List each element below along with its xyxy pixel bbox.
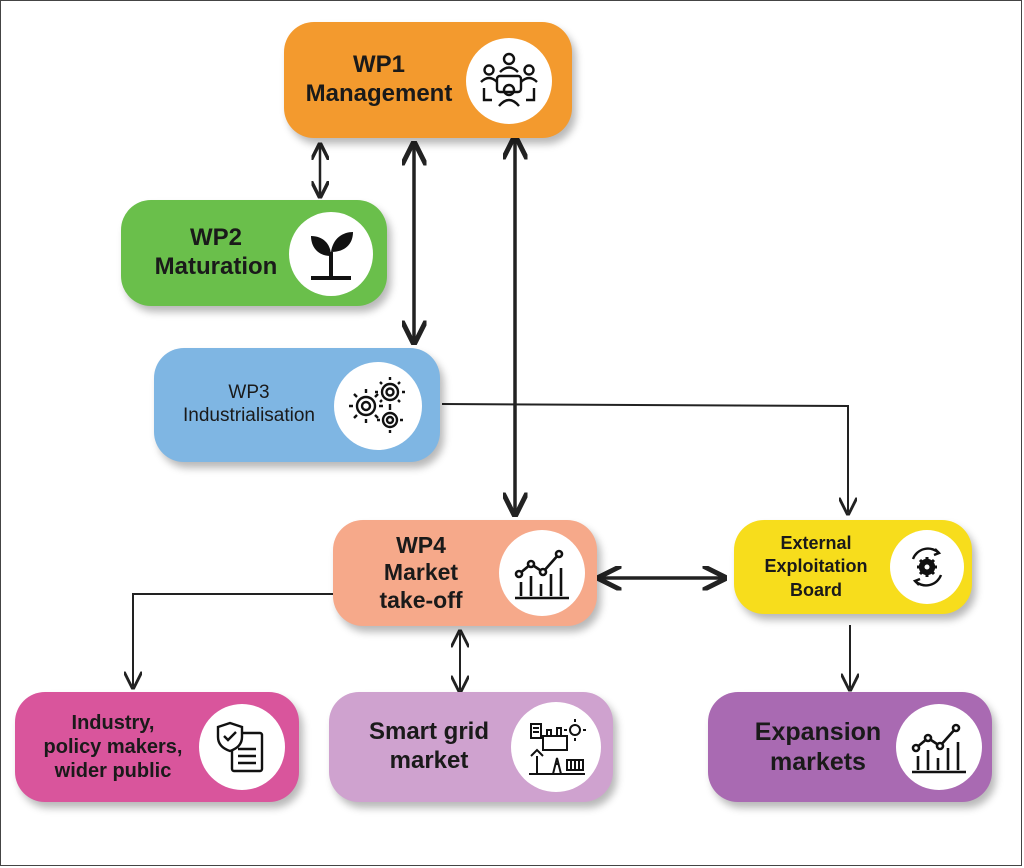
industry-label: Industry, policy makers, wider public (15, 692, 211, 802)
wp3-label: WP3 Industrialisation (154, 348, 344, 462)
growth-chart-icon (896, 704, 982, 790)
wp2-number: WP2 (189, 224, 242, 252)
expansion-label: Expansion markets (708, 692, 928, 802)
meeting-icon (466, 38, 552, 124)
wp2-title: Maturation (154, 253, 278, 280)
wp4-number: WP4 (396, 531, 446, 558)
wp3-industrialisation-node: WP3 Industrialisation (154, 348, 440, 462)
wp3-title: Industrialisation (182, 405, 316, 426)
wp4-title-line1: Market (383, 559, 459, 586)
wp4-label: WP4 Market take-off (333, 520, 509, 626)
growth-chart-icon (499, 530, 585, 616)
wp3-number: WP3 (228, 382, 270, 404)
expansion-line1: Expansion (754, 718, 882, 746)
wp1-management-node: WP1 Management (284, 22, 572, 138)
wp2-label: WP2 Maturation (131, 200, 301, 306)
wp4-market-takeoff-node: WP4 Market take-off (333, 520, 597, 626)
external-exploitation-board-node: External Exploitation Board (734, 520, 972, 614)
expansion-markets-node: Expansion markets (708, 692, 992, 802)
expansion-line2: markets (770, 748, 866, 776)
energy-grid-icon (511, 702, 601, 792)
eeb-line3: Board (789, 579, 842, 600)
arrow-wp4-industry (133, 593, 334, 686)
smartgrid-label: Smart grid market (329, 692, 529, 802)
gear-cycle-icon (890, 530, 964, 604)
eeb-line1: External (780, 532, 852, 553)
sprout-icon (289, 212, 373, 296)
eeb-label: External Exploitation Board (740, 520, 892, 614)
industry-line1: Industry, (71, 712, 155, 734)
smartgrid-line2: market (389, 747, 469, 774)
smart-grid-market-node: Smart grid market (329, 692, 613, 802)
wp1-number: WP1 (352, 51, 405, 79)
eeb-line2: Exploitation (764, 556, 868, 577)
arrow-wp3-eeb (441, 403, 848, 512)
smartgrid-line1: Smart grid (368, 718, 490, 746)
gears-icon (334, 362, 422, 450)
industry-policy-node: Industry, policy makers, wider public (15, 692, 299, 802)
wp2-maturation-node: WP2 Maturation (121, 200, 387, 306)
wp1-label: WP1 Management (284, 22, 474, 138)
wp4-title-line2: take-off (379, 586, 463, 613)
industry-line3: wider public (54, 760, 172, 782)
wp1-title: Management (305, 80, 453, 107)
document-shield-icon (199, 704, 285, 790)
industry-line2: policy makers, (43, 736, 183, 758)
